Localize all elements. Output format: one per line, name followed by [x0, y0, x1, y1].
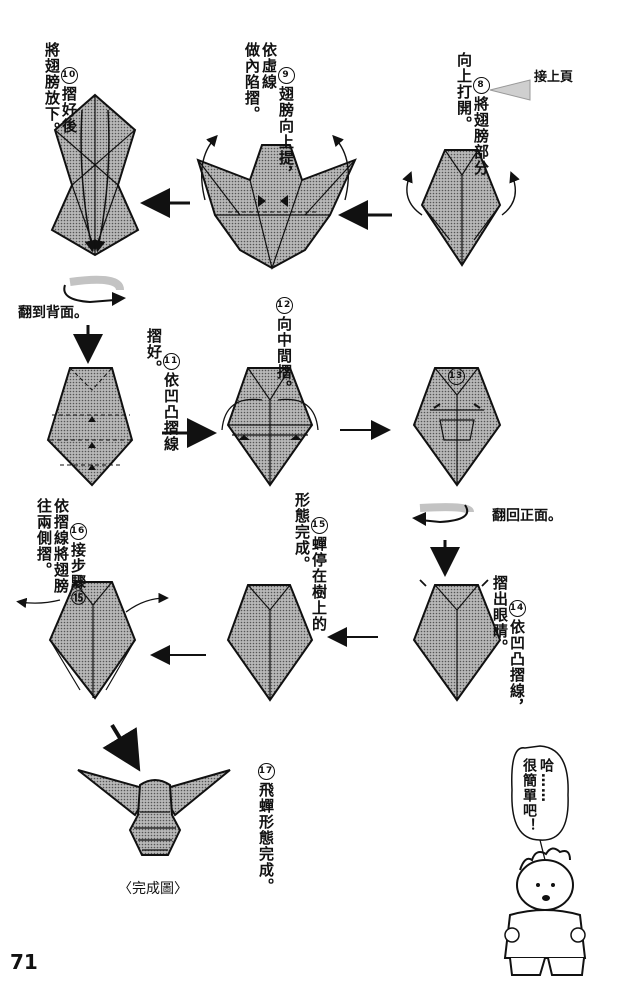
step15-figure	[226, 584, 314, 702]
step17-number: 17	[257, 762, 275, 780]
step17-text: 飛蟬形態完成。	[257, 781, 275, 894]
speech-bubble-text: 哈…… 很簡單吧！	[521, 758, 554, 833]
step12-figure	[221, 367, 319, 487]
step8-number: 8	[472, 76, 490, 94]
step16-number: 16	[69, 522, 87, 540]
step16-label: 16接步驟⑮ 依摺線將翅膀 往兩側摺。	[18, 498, 104, 606]
step10-number: 10	[60, 66, 78, 84]
step11-text: 依凹凸摺線 摺好。	[145, 328, 180, 452]
step12-number: 12	[275, 296, 293, 314]
step13-number: 13	[447, 367, 465, 385]
page-number: 71	[10, 950, 38, 974]
step16-figure	[16, 581, 169, 700]
step8-label: 8將翅膀部分 向上打開。	[438, 52, 507, 176]
step16-text: 接步驟⑮ 依摺線將翅膀 往兩側摺。	[35, 498, 87, 606]
turn-front-icon	[412, 503, 474, 526]
step17-label: 17飛蟬形態完成。	[240, 738, 292, 894]
step11-number: 11	[162, 352, 180, 370]
step8-figure	[402, 149, 520, 267]
turn-over-back-label: 翻到背面。	[18, 305, 88, 321]
step13-label: 13	[430, 343, 482, 387]
turn-over-front-label: 翻回正面。	[492, 508, 562, 524]
step14-label: 14依凹凸摺線， 摺出眼睛。	[474, 575, 543, 715]
cartoon-character	[503, 847, 587, 976]
step10-text: 摺好後 將翅膀放下。	[43, 42, 78, 138]
turn-over-icon	[63, 275, 126, 306]
step12-label: 12向中間摺。	[258, 272, 310, 396]
step10-label: 10摺好後 將翅膀放下。	[26, 42, 95, 138]
step14-number: 14	[508, 599, 526, 617]
step13-figure	[412, 367, 502, 487]
step15-label: 15蟬停在樹上的 形態完成。	[276, 492, 345, 632]
step17-figure	[77, 769, 231, 856]
continue-label: 接上頁	[534, 70, 574, 85]
step9-text: 翅膀向上提， 依虛線 做內陷摺。	[243, 42, 295, 182]
step14-figure	[412, 579, 502, 702]
step11-label: 11依凹凸摺線 摺好。	[128, 328, 197, 452]
finished-caption: 〈完成圖〉	[118, 881, 188, 897]
step8-text: 將翅膀部分 向上打開。	[455, 52, 490, 176]
step9-number: 9	[277, 66, 295, 84]
continue-arrow-icon	[489, 79, 531, 101]
step9-figure	[196, 134, 357, 271]
step10-figure	[50, 93, 140, 257]
step9-label: 9翅膀向上提， 依虛線 做內陷摺。	[226, 42, 312, 182]
step15-number: 15	[310, 516, 328, 534]
step15-text: 蟬停在樹上的 形態完成。	[293, 492, 328, 632]
step14-text: 依凹凸摺線， 摺出眼睛。	[491, 575, 526, 715]
step12-text: 向中間摺。	[275, 315, 293, 396]
step11-figure	[46, 367, 134, 487]
